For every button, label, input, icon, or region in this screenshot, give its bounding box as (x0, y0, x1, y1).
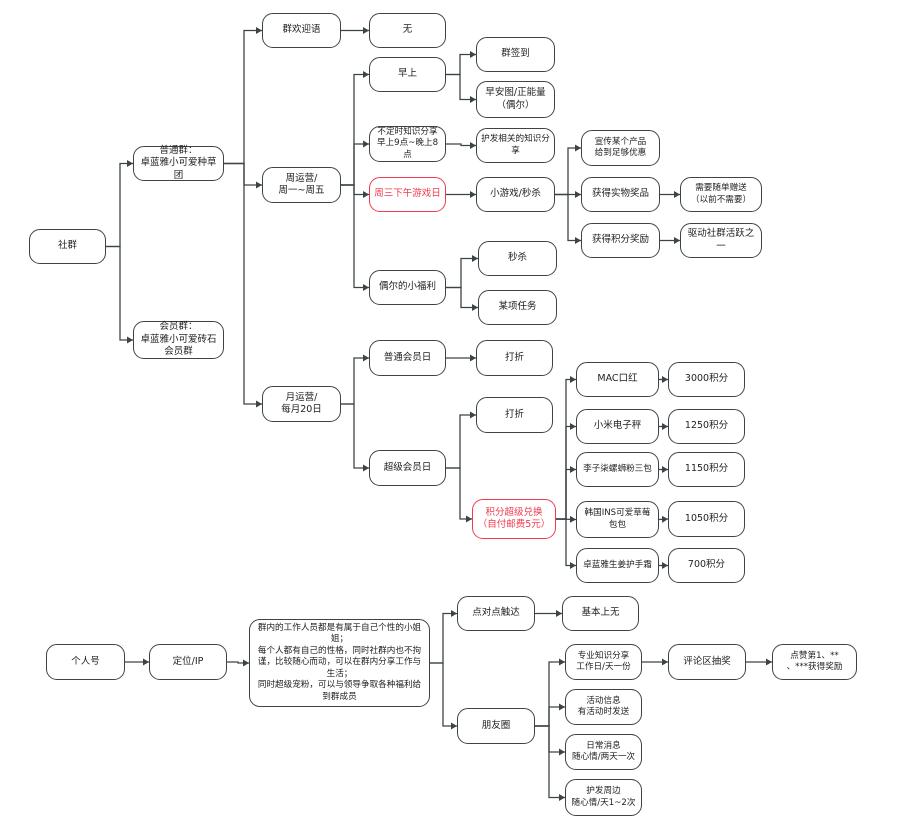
node-jf-1150: 1150积分 (668, 452, 745, 487)
node-qun-huanying: 群欢迎语 (262, 13, 341, 48)
node-pengyouquan: 朋友圈 (457, 708, 535, 744)
node-yue-yunying: 月运营/ 每月20日 (262, 386, 341, 422)
connector-yue-yunying-to-putong-huiyuanri (341, 354, 369, 405)
node-dazhe-1: 打折 (476, 340, 553, 376)
node-hanguo-bao: 韩国INS可爱草莓包包 (576, 501, 659, 538)
connector-zhou-yunying-to-xiao-fuli (341, 184, 369, 291)
node-hufa-zhoubian: 护发周边 随心情/天1~2次 (565, 779, 642, 816)
node-geren-hao: 个人号 (46, 644, 125, 680)
node-hufa-zhishi: 护发相关的知识分享 (476, 128, 555, 163)
node-lizi-luosi: 李子柒螺蛳粉三包 (576, 452, 659, 487)
connector-pengyouquan-to-huodong-xinxi (535, 703, 565, 727)
connector-jifen-duihuan-to-lizi-luosi (556, 466, 576, 520)
connector-zhou-yunying-to-zhousan-youxi (341, 184, 369, 198)
connector-xiao-youxi-to-xuanchuan-chanpin (555, 144, 581, 196)
connector-zaoshang-to-qun-qiandao (446, 51, 476, 76)
node-zaoshang: 早上 (369, 57, 446, 92)
connector-hanguo-bao-to-jf-1050 (658, 515, 669, 523)
node-wu: 无 (369, 13, 446, 48)
connector-zhou-yunying-to-zaoshang (341, 71, 369, 186)
node-dianzan: 点赞第1、** 、***获得奖励 (772, 644, 857, 680)
node-jf-3000: 3000积分 (668, 362, 745, 397)
node-jifen-jiangli: 获得积分奖励 (581, 223, 660, 258)
connector-renshe-miaoshu-to-pengyouquan (430, 662, 457, 730)
connector-xiao-youxi-to-jifen-jiangli (555, 193, 581, 244)
node-zhou-yunying: 周运营/ 周一~周五 (262, 167, 341, 203)
node-shiwu-jiangpin: 获得实物奖品 (581, 177, 660, 212)
node-qun-qiandao: 群签到 (476, 37, 555, 72)
node-chaoji-huiyuanri: 超级会员日 (369, 450, 446, 486)
node-jf-700: 700积分 (668, 548, 745, 583)
connector-zhishi-fenxiang-to-hufa-zhishi (446, 142, 476, 149)
node-huiyuan-qun: 会员群： 卓蓝雅小可爱砖石会员群 (133, 321, 224, 359)
connector-shequn-to-huiyuan-qun (106, 245, 133, 344)
node-qudong-huoyue: 驱动社群活跃之一 (680, 223, 762, 258)
connector-xiao-fuli-to-mouxiang-renwu (446, 286, 478, 311)
node-putong-huiyuanri: 普通会员日 (369, 340, 446, 376)
connector-shequn-to-putong-qun (106, 160, 133, 248)
node-jifen-duihuan: 积分超级兑换 （自付邮费5元） (472, 499, 556, 539)
connector-putong-qun-to-zhou-yunying (224, 162, 262, 189)
node-xiao-youxi: 小游戏/秒杀 (476, 177, 555, 212)
node-xuyao-fasong: 需要随单赠送 （以前不需要） (680, 177, 762, 212)
connector-dingwei-ip-to-renshe-miaoshu (227, 659, 249, 667)
connector-chaoji-huiyuanri-to-jifen-duihuan (446, 467, 472, 523)
node-mouxiang-renwu: 某项任务 (478, 290, 557, 325)
node-xiaomi-cheng: 小米电子秤 (576, 409, 659, 444)
node-zhishi-fenxiang: 不定时知识分享 早上9点~晚上8点 (369, 126, 446, 162)
node-dingwei-ip: 定位/IP (149, 644, 227, 680)
node-putong-qun: 普通群： 卓蓝雅小可爱种草团 (133, 145, 224, 181)
node-miaosha: 秒杀 (478, 241, 557, 276)
connector-chaoji-huiyuanri-to-dazhe-2 (446, 411, 476, 469)
node-pinglun-choujiang: 评论区抽奖 (668, 644, 746, 680)
node-mac-kouhong: MAC口红 (576, 362, 659, 397)
node-shequn: 社群 (29, 229, 106, 264)
node-huodong-xinxi: 活动信息 有活动时发送 (565, 689, 642, 725)
node-zhousan-youxi: 周三下午游戏日 (369, 177, 446, 212)
connector-yue-yunying-to-chaoji-huiyuanri (341, 403, 369, 472)
node-richang-xiaoxi: 日常消息 随心情/两天一次 (565, 734, 642, 770)
connector-pengyouquan-to-richang-xiaoxi (535, 725, 565, 756)
connector-renshe-miaoshu-to-dian-dui-dian (430, 610, 457, 664)
connector-zhou-yunying-to-zhishi-fenxiang (341, 140, 369, 186)
node-jf-1250: 1250积分 (668, 409, 745, 444)
connector-jifen-duihuan-to-shengjiang-shuang (556, 518, 576, 569)
connector-pengyouquan-to-zhuanye-zhishi (535, 658, 565, 727)
node-jiben-shangwu: 基本上无 (562, 596, 639, 631)
node-zaoan-tu: 早安图/正能量 （偶尔） (476, 81, 555, 118)
node-dazhe-2: 打折 (476, 397, 553, 433)
node-jf-1050: 1050积分 (668, 501, 745, 537)
node-zhuanye-zhishi: 专业知识分享 工作日/天一份 (565, 644, 642, 680)
node-xuanchuan-chanpin: 宣传某个产品 给到足够优惠 (581, 130, 660, 166)
connector-putong-qun-to-qun-huanying (224, 27, 262, 165)
connector-zaoshang-to-zaoan-tu (446, 73, 476, 103)
connector-pengyouquan-to-hufa-zhoubian (535, 725, 565, 801)
node-dian-dui-dian: 点对点触达 (457, 596, 535, 631)
node-xiao-fuli: 偶尔的小福利 (369, 270, 446, 305)
connector-xiao-fuli-to-miaosha (446, 255, 478, 289)
connector-putong-qun-to-yue-yunying (224, 162, 262, 408)
node-shengjiang-shuang: 卓蓝雅生姜护手霜 (576, 548, 659, 583)
node-renshe-miaoshu: 群内的工作人员都是有属于自己个性的小姐姐； 每个人都有自己的性格，同时社群内也不… (249, 619, 430, 707)
